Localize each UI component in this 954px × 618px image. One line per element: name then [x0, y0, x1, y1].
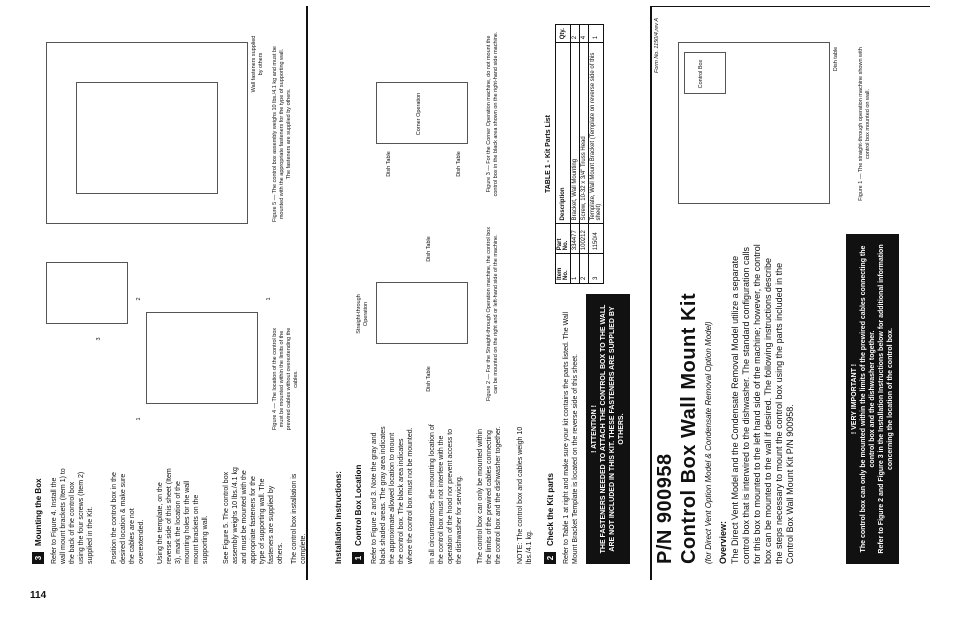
step-1-text1: Refer to Figure 2 and 3. Note the gray a…: [371, 426, 414, 564]
step-3-text3: Using the template, on the reverse side …: [157, 468, 209, 564]
step-2-label: Check the Kit parts: [545, 473, 555, 546]
important-line1: The control box can only be mounted with…: [860, 245, 876, 553]
step-1-label: Control Box Location: [353, 464, 363, 546]
top-rule: [650, 6, 930, 7]
important-heading: ! VERY IMPORTANT !: [851, 363, 858, 435]
step-3-text4: See Figure 5. The control box assembly w…: [223, 467, 284, 564]
parts-cell: 1150/4: [588, 223, 604, 254]
figure-4-template: [46, 262, 128, 324]
figure-4-control-box: [146, 312, 258, 404]
page-number: 114: [30, 590, 47, 601]
figure-1-label-dish-table: Dish table: [833, 46, 839, 72]
step-3-header: 3 Mounting the Box: [32, 478, 44, 564]
figure-2-machine: [376, 282, 468, 344]
parts-cell: 334477: [570, 223, 580, 254]
parts-cell: 2: [579, 253, 589, 284]
step-1-note: NOTE: The control box and cables weigh 1…: [517, 426, 533, 564]
attention-box: ! ATTENTION ! THE FASTENERS NEEDED TO AT…: [586, 294, 630, 564]
parts-cell: 100212: [579, 223, 589, 254]
figure-5: Wall fasteners supplied by others Figure…: [36, 24, 316, 244]
figure-5-label-wall: Wall fasteners supplied by others: [251, 35, 264, 93]
step-1-text2: In all circumstances, the mounting locat…: [429, 424, 463, 564]
figure-4-callout-1a: 1: [136, 417, 142, 421]
figure-3-label-operation: Corner Operation: [416, 92, 422, 136]
figure-4-caption: Figure 4 — The location of the control b…: [272, 327, 299, 431]
step-3-text5: The control box installation is complete…: [291, 473, 307, 564]
parts-cell: 4: [579, 24, 589, 43]
parts-cell: 1: [588, 24, 604, 43]
parts-cell: 3: [588, 253, 604, 284]
left-column: 3 Mounting the Box Refer to Figure 4. In…: [28, 14, 324, 574]
table-1: TABLE 1 - Kit Parts List Item No. Part N…: [544, 24, 604, 284]
figure-4-callout-2: 2: [136, 297, 142, 301]
attention-heading: ! ATTENTION !: [591, 405, 598, 453]
parts-cell: Bracket, Wall Mounting: [570, 42, 580, 224]
important-box: ! VERY IMPORTANT ! The control box can o…: [846, 234, 899, 564]
step-3-number: 3: [32, 552, 44, 564]
table-1-title: TABLE 1 - Kit Parts List: [545, 114, 552, 194]
parts-header-qty: Qty.: [555, 24, 571, 43]
step-2-header: 2 Check the Kit parts: [544, 473, 556, 564]
step-1-text3: The control box can only be mounted with…: [477, 426, 502, 564]
parts-cell: Screw, 10-32 x 3/4" Truss Head: [579, 42, 589, 224]
parts-cell: 1: [570, 253, 580, 284]
column-divider-left: [306, 6, 308, 580]
figure-2: Straight-through Operation Dish Table Di…: [336, 214, 536, 414]
middle-column: Installation Instructions: 1 Control Box…: [330, 14, 646, 574]
figure-5-control-box: [76, 82, 218, 194]
figure-3-label-dish-table-bottom: Dish Table: [456, 151, 462, 177]
figure-5-caption: Figure 5 — The control box assembly weig…: [272, 46, 292, 222]
parts-header-description: Description: [555, 42, 571, 224]
step-3-label: Mounting the Box: [33, 478, 43, 546]
model-line: (for Direct Vent Option Model & Condensa…: [704, 321, 713, 564]
install-heading: Installation Instructions:: [334, 471, 343, 564]
overview-heading: Overview:: [718, 520, 728, 564]
step-3-text1: Refer to Figure 4. Install the wall moun…: [51, 468, 94, 564]
header-column: Form No. 1150/4,rev A P/N 900958 Control…: [650, 14, 924, 574]
figure-1-control-box: [684, 52, 726, 94]
table-row: 3 1150/4 Template, Wall Mount Bracket (T…: [588, 24, 604, 284]
page-subtitle: Control Box Wall Mount Kit: [678, 292, 700, 564]
figure-2-caption: Figure 2 — For the Straight-through Oper…: [486, 226, 499, 402]
attention-text: THE FASTENERS NEEDED TO ATTACH THE CONTR…: [600, 304, 625, 554]
table-row: 2 100212 Screw, 10-32 x 3/4" Truss Head …: [579, 24, 589, 284]
parts-cell: 2: [570, 24, 580, 43]
table-row: 1 334477 Bracket, Wall Mounting 2: [570, 24, 580, 284]
important-line2: Refer to Figure 2 and Figure 3 in the In…: [878, 244, 894, 554]
figure-4: 1 2 3 1 Figure 4 — The location of the c…: [36, 254, 316, 444]
figure-4-callout-1b: 1: [266, 297, 272, 301]
rotated-sheet: Form No. 1150/4,rev A P/N 900958 Control…: [22, 6, 930, 580]
parts-table: Item No. Part No. Description Qty. 1 334…: [555, 24, 604, 284]
install-heading-text: Installation Instructions:: [334, 471, 343, 564]
overview-text: The Direct Vent Model and the Condensate…: [730, 244, 795, 564]
parts-header-item: Item No.: [555, 253, 571, 284]
figure-4-callout-3: 3: [96, 337, 102, 341]
figure-1-label-control-box: Control Box: [698, 59, 704, 89]
figure-2-label-dish-table-left: Dish Table: [426, 366, 432, 392]
figure-1-caption: Figure 1 — The straight-through operatio…: [858, 47, 871, 201]
parts-cell: Template, Wall Mount Bracket (Template o…: [588, 42, 604, 224]
parts-header-part: Part No.: [555, 223, 571, 254]
figure-3: Corner Operation Dish Table Dish Table F…: [336, 24, 536, 204]
step-2-number: 2: [544, 552, 556, 564]
figure-3-label-dish-table-top: Dish Table: [386, 151, 392, 177]
figure-2-label-dish-table-right: Dish Table: [426, 236, 432, 262]
step-1-number: 1: [352, 552, 364, 564]
figure-1: Control Box Dish table Figure 1 — The st…: [658, 24, 898, 224]
figure-2-label-operation: Straight-through Operation: [356, 294, 369, 334]
step-2-text: Refer to Table 1 at right and make sure …: [563, 312, 579, 564]
figure-3-caption: Figure 3 — For the Corner Operation mach…: [486, 31, 499, 197]
page-title: P/N 900958: [654, 453, 676, 564]
column-divider-right: [650, 6, 652, 580]
parts-table-header-row: Item No. Part No. Description Qty.: [555, 24, 571, 284]
step-3-text2: Position the control box in the desired …: [111, 472, 145, 564]
step-1-header: 1 Control Box Location: [352, 465, 364, 564]
